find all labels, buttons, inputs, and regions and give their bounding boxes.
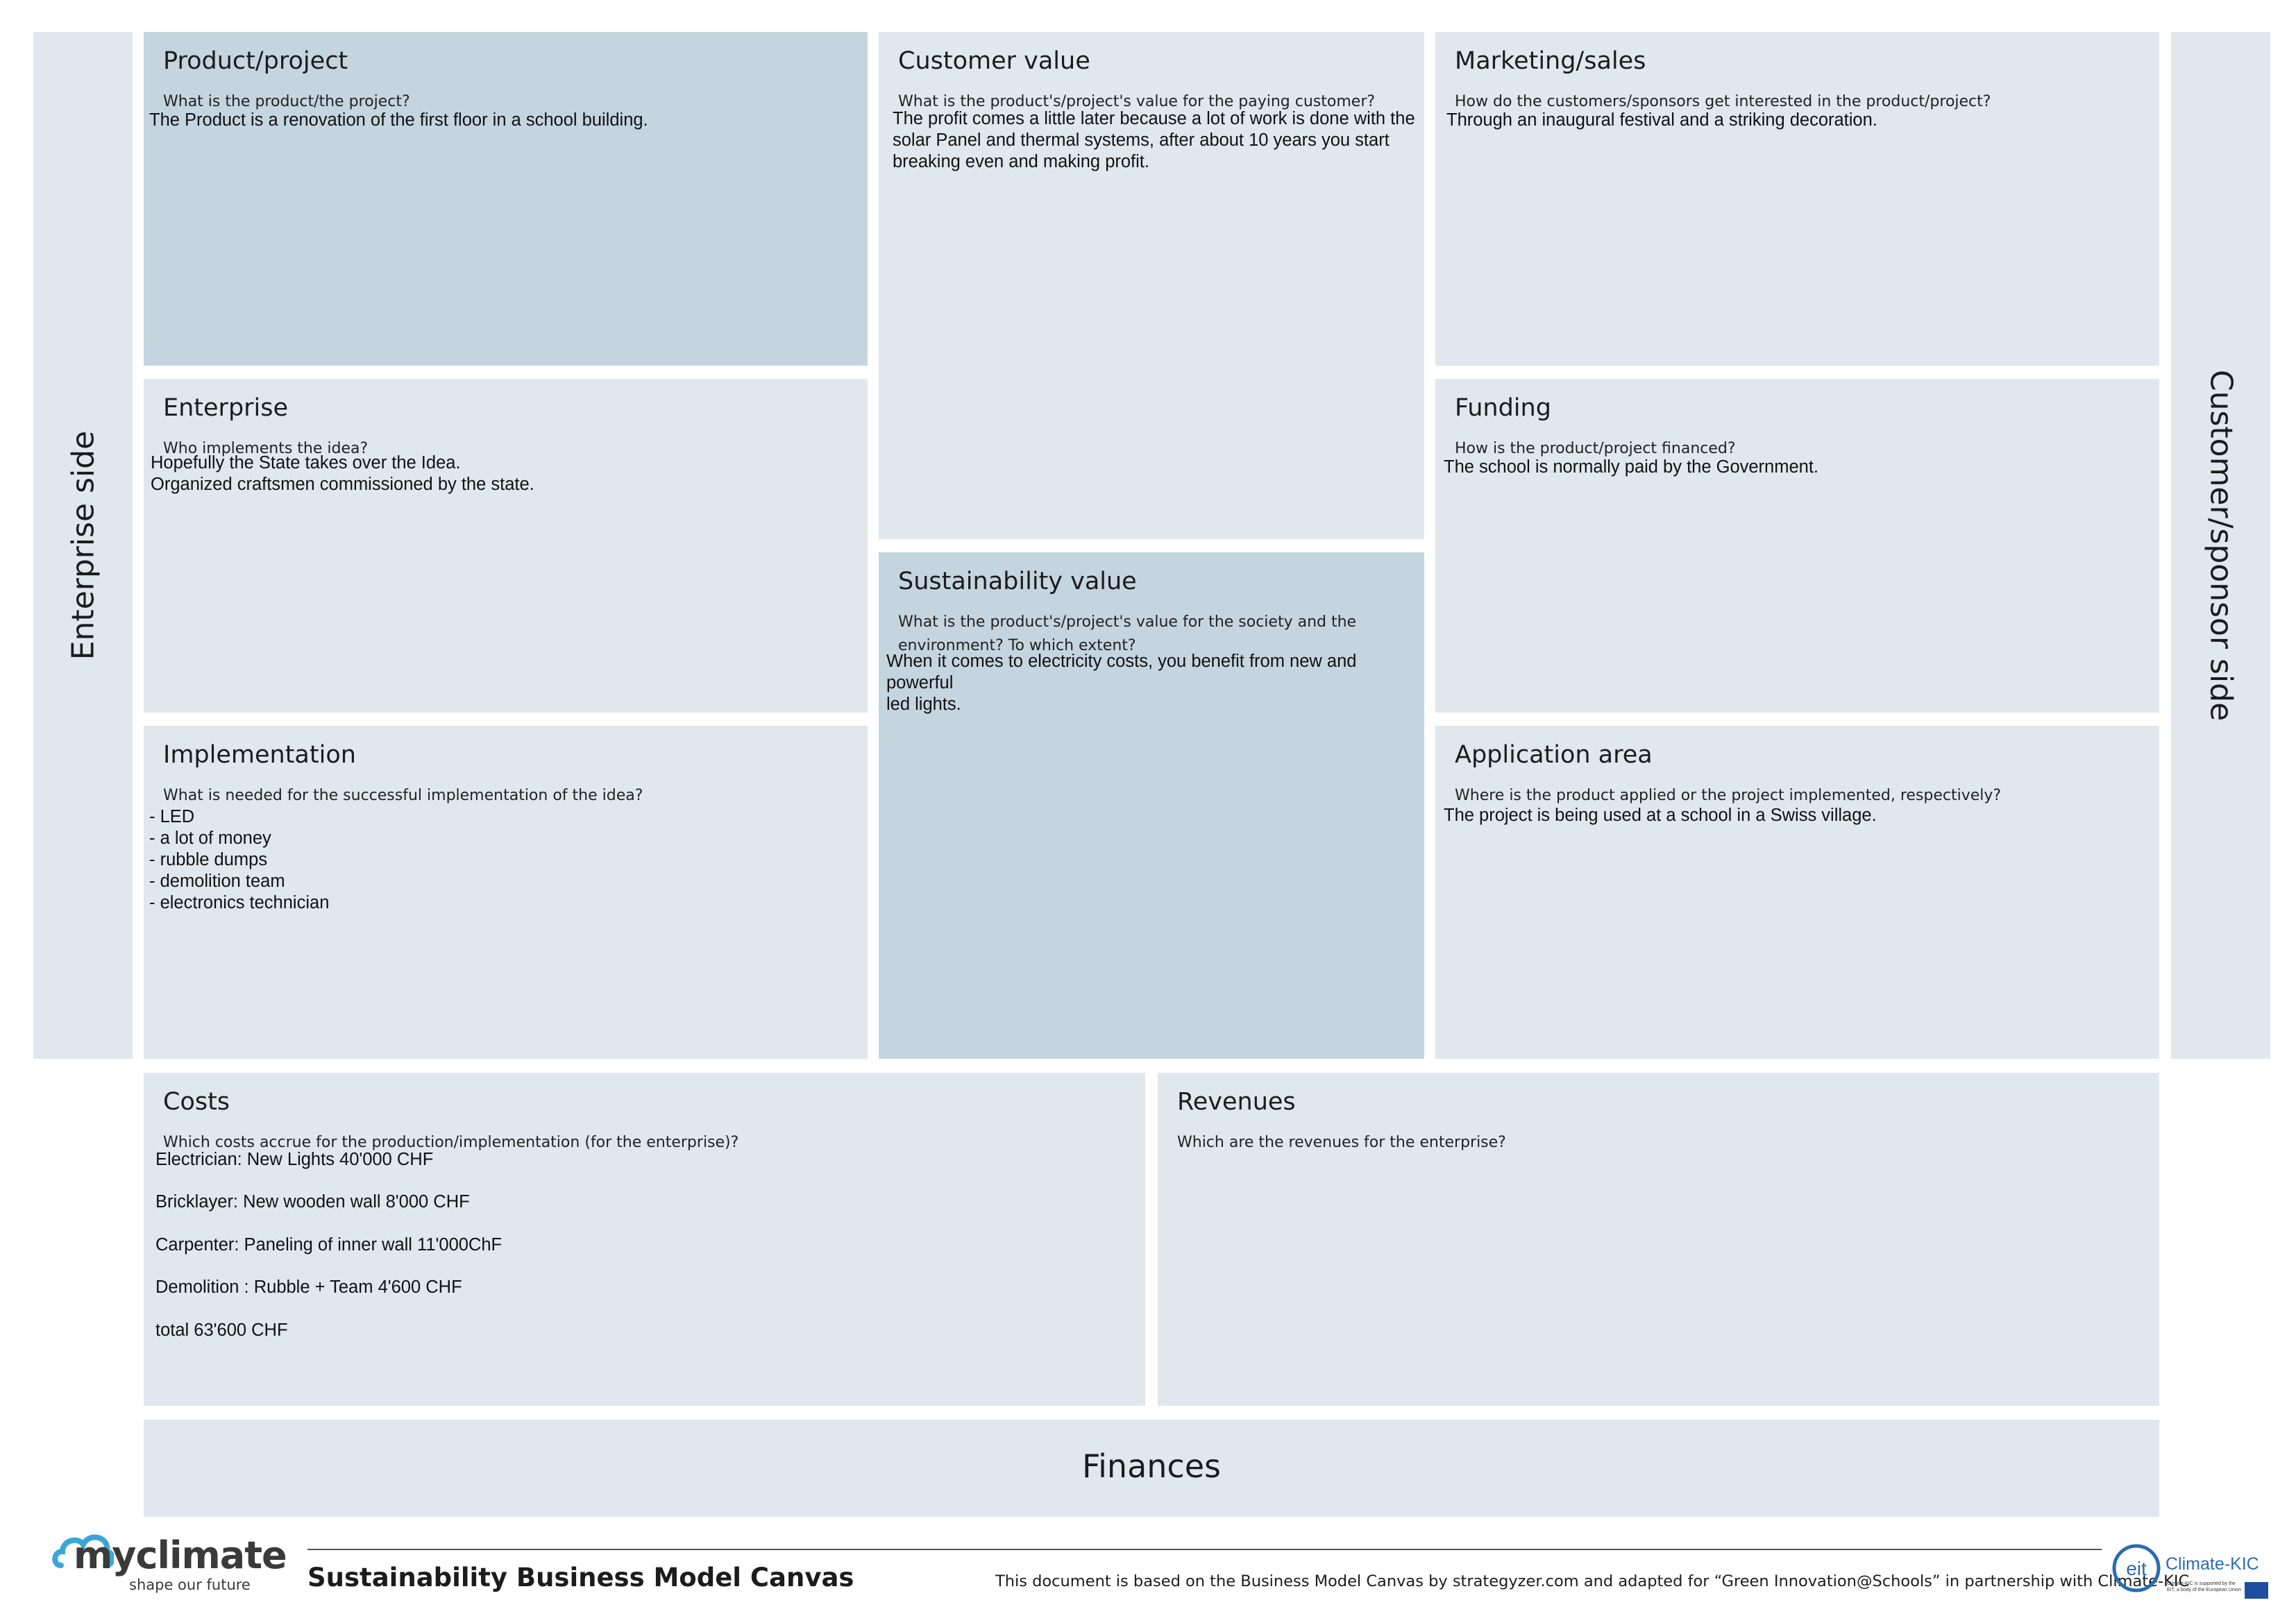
application-area-answer[interactable]: The project is being used at a school in… <box>1444 806 1877 825</box>
marketing-sales-answer[interactable]: Through an inaugural festival and a stri… <box>1446 110 1877 130</box>
marketing-sales-box[interactable]: Marketing/sales How do the customers/spo… <box>1435 32 2159 366</box>
climate-kic-wordmark: Climate-KIC <box>2166 1554 2259 1574</box>
eit-logo-mark: eit <box>2126 1558 2147 1579</box>
application-area-title: Application area <box>1455 741 1653 769</box>
enterprise-answer[interactable]: Hopefully the State takes over the Idea.… <box>151 453 534 494</box>
climate-kic-fine-print: Climate-KIC is supported by the EIT, a b… <box>2167 1581 2242 1592</box>
sustainability-value-question: What is the product's/project's value fo… <box>898 613 1357 654</box>
customer-value-title: Customer value <box>898 47 1090 75</box>
product-project-title: Product/project <box>163 47 348 75</box>
costs-question: Which costs accrue for the production/im… <box>163 1134 739 1151</box>
funding-question: How is the product/project financed? <box>1455 440 1736 457</box>
costs-line[interactable]: Electrician: New Lights 40'000 CHF <box>155 1150 434 1169</box>
myclimate-logo: myclimate shape our future <box>51 1524 287 1593</box>
climate-kic-logo: eit Climate-KIC Climate-KIC is supported… <box>2110 1540 2277 1610</box>
implementation-title: Implementation <box>163 741 356 769</box>
marketing-sales-title: Marketing/sales <box>1455 47 1646 75</box>
eit-logo-icon: eit <box>2112 1544 2161 1592</box>
customer-value-answer[interactable]: The profit comes a little later because … <box>893 109 1415 171</box>
revenues-question: Which are the revenues for the enterpris… <box>1177 1134 1506 1151</box>
funding-answer[interactable]: The school is normally paid by the Gover… <box>1444 457 1819 477</box>
product-project-answer[interactable]: The Product is a renovation of the first… <box>149 110 648 130</box>
sustainability-value-answer[interactable]: When it comes to electricity costs, you … <box>886 652 1357 714</box>
costs-box[interactable]: Costs Which costs accrue for the product… <box>144 1073 1145 1406</box>
costs-line[interactable]: Demolition : Rubble + Team 4'600 CHF <box>155 1277 462 1297</box>
enterprise-side-label: Enterprise side <box>65 430 101 661</box>
costs-total[interactable]: total 63'600 CHF <box>155 1320 288 1340</box>
myclimate-tagline: shape our future <box>129 1577 251 1593</box>
revenues-box[interactable]: Revenues Which are the revenues for the … <box>1158 1073 2159 1406</box>
customer-value-question: What is the product's/project's value fo… <box>898 93 1376 110</box>
cloud-icon <box>52 1534 114 1568</box>
customer-value-box[interactable]: Customer value What is the product's/pro… <box>879 32 1424 539</box>
costs-line[interactable]: Carpenter: Paneling of inner wall 11'000… <box>155 1235 503 1255</box>
costs-line[interactable]: Bricklayer: New wooden wall 8'000 CHF <box>155 1192 470 1212</box>
footer-title: Sustainability Business Model Canvas <box>307 1563 854 1592</box>
funding-box[interactable]: Funding How is the product/project finan… <box>1435 379 2159 713</box>
sustainability-value-box[interactable]: Sustainability value What is the product… <box>879 552 1424 1059</box>
sustainability-value-title: Sustainability value <box>898 568 1137 595</box>
myclimate-wordmark: myclimate <box>74 1533 287 1577</box>
finances-bar: Finances <box>144 1420 2159 1517</box>
implementation-answer[interactable]: - LED - a lot of money - rubble dumps - … <box>149 807 330 912</box>
application-area-box[interactable]: Application area Where is the product ap… <box>1435 726 2159 1059</box>
footer-divider <box>307 1549 2102 1550</box>
footer-attribution: This document is based on the Business M… <box>995 1572 2190 1590</box>
product-project-box[interactable]: Product/project What is the product/the … <box>144 32 868 366</box>
funding-title: Funding <box>1455 394 1551 422</box>
enterprise-question: Who implements the idea? <box>163 440 369 457</box>
enterprise-title: Enterprise <box>163 394 289 422</box>
customer-side-band: Customer/sponsor side <box>2171 32 2270 1059</box>
application-area-question: Where is the product applied or the proj… <box>1455 787 2002 804</box>
customer-side-label: Customer/sponsor side <box>2203 369 2239 722</box>
costs-title: Costs <box>163 1088 230 1116</box>
eu-flag-icon <box>2245 1582 2268 1599</box>
finances-label: Finances <box>1082 1447 1221 1485</box>
product-project-question: What is the product/the project? <box>163 93 410 110</box>
enterprise-box[interactable]: Enterprise Who implements the idea? Hope… <box>144 379 868 713</box>
marketing-sales-question: How do the customers/sponsors get intere… <box>1455 93 1991 110</box>
implementation-box[interactable]: Implementation What is needed for the su… <box>144 726 868 1059</box>
implementation-question: What is needed for the successful implem… <box>163 787 643 804</box>
revenues-title: Revenues <box>1177 1088 1296 1116</box>
enterprise-side-band: Enterprise side <box>33 32 133 1059</box>
